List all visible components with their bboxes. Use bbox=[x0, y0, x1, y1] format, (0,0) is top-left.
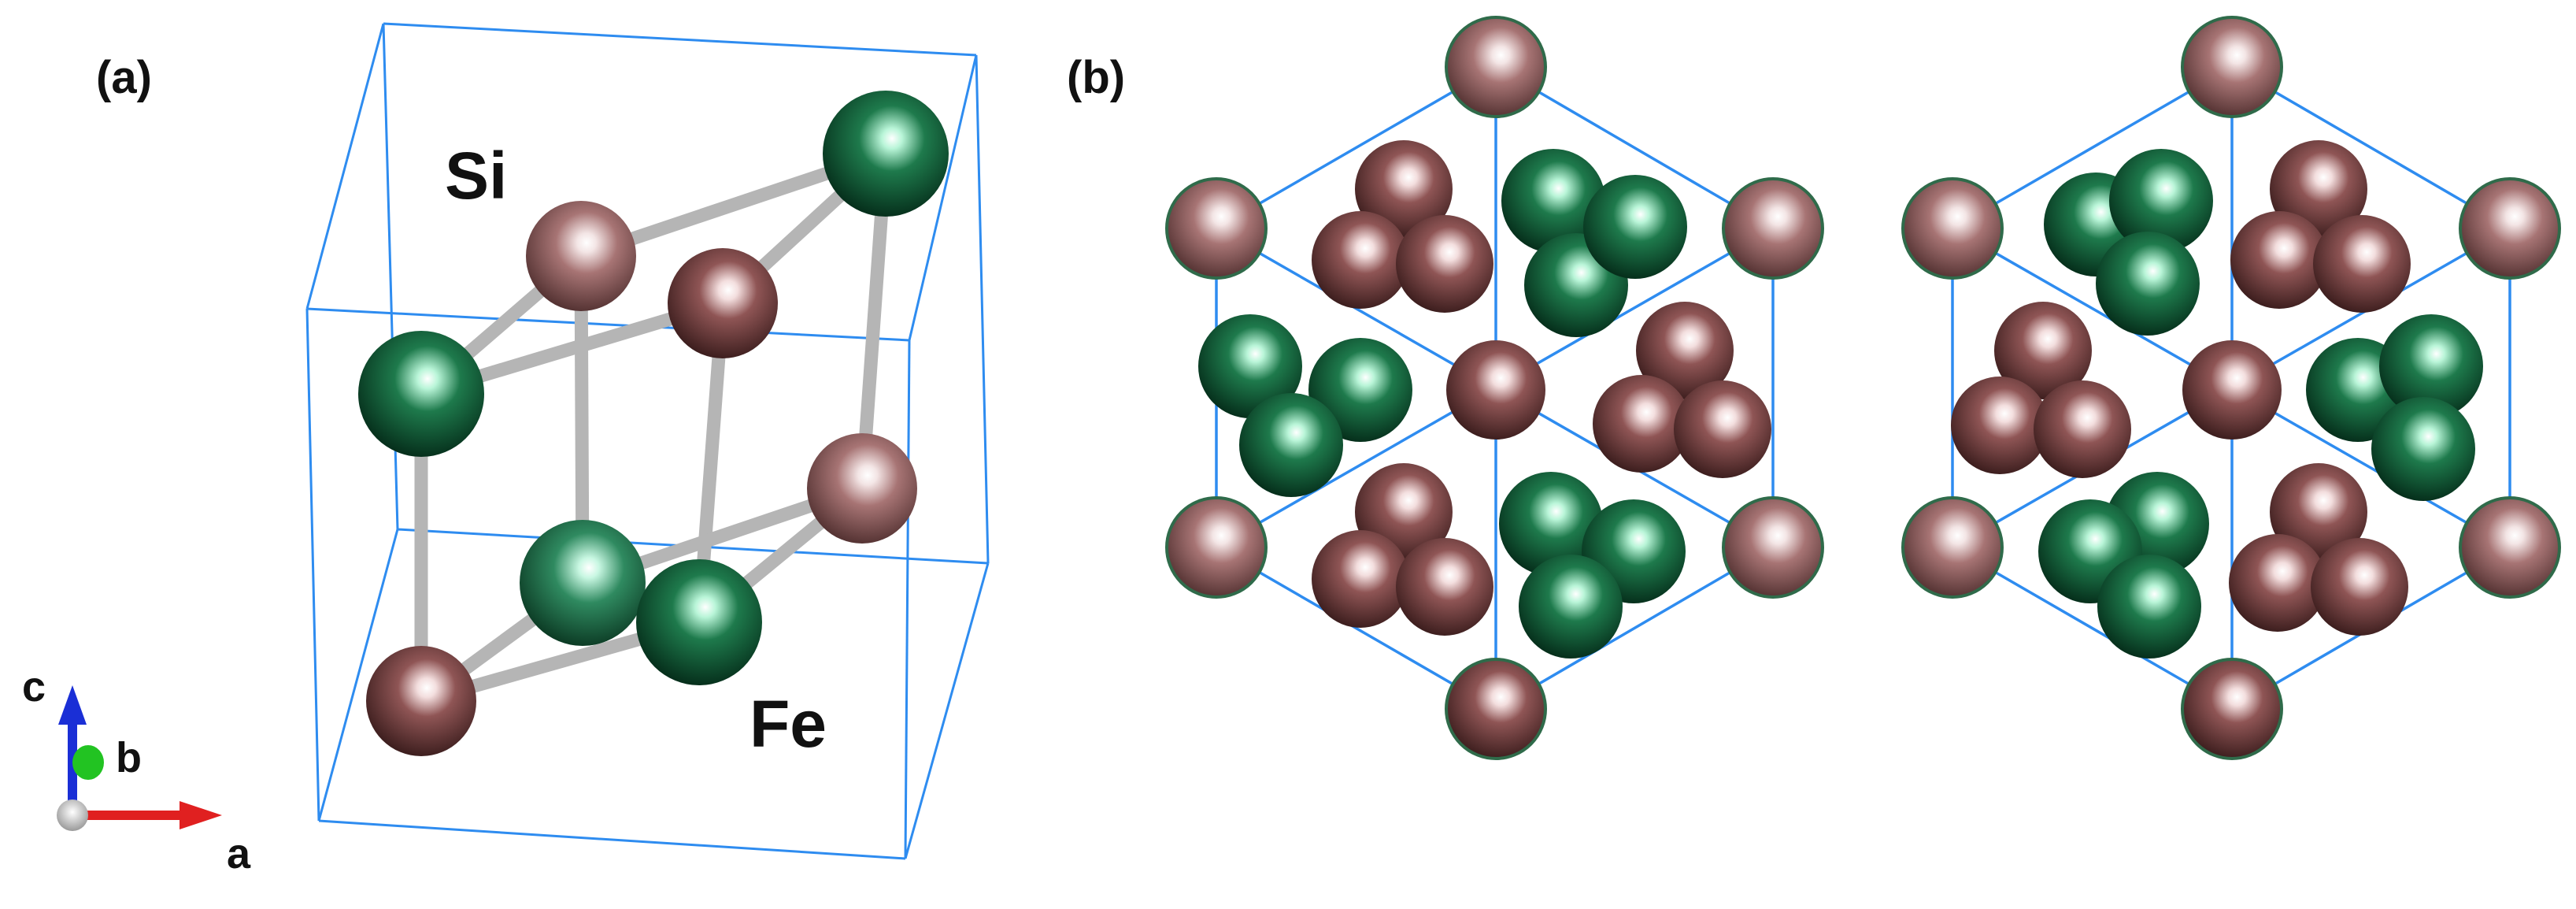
axis-triad: c b a bbox=[22, 663, 251, 877]
cluster-fe bbox=[1501, 149, 1687, 337]
cell-edge bbox=[975, 54, 990, 564]
si-atom bbox=[2311, 538, 2408, 636]
si-atom bbox=[2181, 658, 2283, 760]
cluster-fe bbox=[2044, 149, 2213, 336]
cell-edge bbox=[305, 23, 385, 310]
panel-b: (b) bbox=[1067, 16, 2561, 760]
fe-label: Fe bbox=[749, 687, 827, 761]
cluster-si bbox=[1312, 463, 1493, 636]
si-atom bbox=[1722, 177, 1824, 280]
si-atom bbox=[1396, 215, 1493, 313]
cluster-fe bbox=[2306, 314, 2483, 501]
hex-projection-left bbox=[1165, 16, 1824, 760]
si-atom bbox=[2229, 534, 2326, 632]
fe-atom bbox=[2379, 314, 2483, 418]
cluster-fe bbox=[1198, 314, 1412, 497]
si-atom bbox=[366, 646, 476, 756]
panel-a-label: (a) bbox=[96, 52, 152, 103]
si-atom bbox=[1593, 375, 1690, 473]
axis-a-arrowhead bbox=[180, 801, 222, 829]
axis-c-arrowhead bbox=[58, 685, 87, 725]
si-atom bbox=[2270, 463, 2367, 561]
cluster-si bbox=[1593, 302, 1771, 478]
cell-edge bbox=[908, 54, 978, 341]
si-atom bbox=[526, 201, 636, 311]
cell-edge bbox=[306, 307, 910, 342]
fe-atom bbox=[1308, 338, 1412, 442]
axis-a-label: a bbox=[227, 830, 251, 877]
cluster-si bbox=[2229, 463, 2408, 636]
si-atom bbox=[1445, 16, 1547, 118]
si-atom bbox=[1312, 211, 1409, 309]
hex-projection-right bbox=[1901, 16, 2561, 760]
cluster-fe bbox=[1499, 472, 1686, 659]
cell-edge bbox=[904, 562, 990, 859]
atoms-a bbox=[358, 91, 949, 756]
cell-edge bbox=[382, 23, 399, 530]
fe-atom bbox=[2109, 149, 2213, 253]
si-atom bbox=[1901, 496, 2004, 599]
si-atom bbox=[1951, 377, 2049, 474]
si-atom bbox=[1355, 140, 1453, 238]
si-atom bbox=[1722, 496, 1824, 599]
cluster-si bbox=[1312, 140, 1493, 313]
fe-atom bbox=[2097, 555, 2201, 659]
si-atom bbox=[1312, 530, 1409, 628]
fe-atom bbox=[520, 520, 646, 646]
si-atom bbox=[2034, 380, 2131, 478]
cell-edge bbox=[904, 339, 911, 859]
si-atom bbox=[1674, 380, 1771, 478]
si-atom bbox=[2313, 215, 2411, 313]
fe-atom bbox=[358, 331, 484, 457]
si-atom bbox=[1901, 177, 2004, 280]
fe-atom bbox=[1198, 314, 1302, 418]
si-atom bbox=[668, 248, 778, 358]
si-atom bbox=[1445, 658, 1547, 760]
si-atom bbox=[1636, 302, 1734, 399]
fe-atom bbox=[1239, 393, 1343, 497]
cell-edge bbox=[383, 22, 977, 57]
axis-b-label: b bbox=[116, 734, 142, 781]
si-label: Si bbox=[445, 139, 507, 213]
fe-atom bbox=[2371, 397, 2475, 501]
si-atom bbox=[1165, 177, 1268, 280]
si-atom bbox=[807, 433, 917, 544]
si-atom bbox=[1165, 496, 1268, 599]
axis-origin bbox=[57, 800, 88, 831]
cell-edge bbox=[318, 819, 906, 860]
axis-c-label: c bbox=[22, 663, 46, 711]
cluster-fe bbox=[2038, 472, 2209, 659]
cluster-si bbox=[2230, 140, 2411, 313]
cell-edge bbox=[305, 308, 320, 822]
si-atom bbox=[1396, 538, 1493, 636]
si-atom bbox=[2459, 177, 2561, 280]
fe-atom bbox=[1499, 472, 1603, 576]
si-atom bbox=[2230, 211, 2328, 309]
fe-atom bbox=[823, 91, 949, 217]
fe-atom bbox=[1583, 175, 1687, 279]
panel-b-label: (b) bbox=[1067, 52, 1125, 103]
si-atom bbox=[2459, 496, 2561, 599]
cell-edge bbox=[317, 529, 399, 822]
fe-atom bbox=[1501, 149, 1605, 253]
si-atom bbox=[1446, 340, 1545, 440]
panel-a: (a) bbox=[22, 22, 990, 877]
fe-atom bbox=[2096, 232, 2200, 336]
lattice-si-atoms bbox=[1901, 16, 2561, 760]
si-atom bbox=[2182, 340, 2282, 440]
lattice-si-atoms bbox=[1165, 16, 1824, 760]
si-atom bbox=[2181, 16, 2283, 118]
axis-b-marker bbox=[72, 745, 104, 780]
si-atom bbox=[1994, 302, 2092, 399]
fe-atom bbox=[636, 559, 762, 685]
fe-atom bbox=[1519, 555, 1623, 659]
cluster-si bbox=[1951, 302, 2131, 478]
